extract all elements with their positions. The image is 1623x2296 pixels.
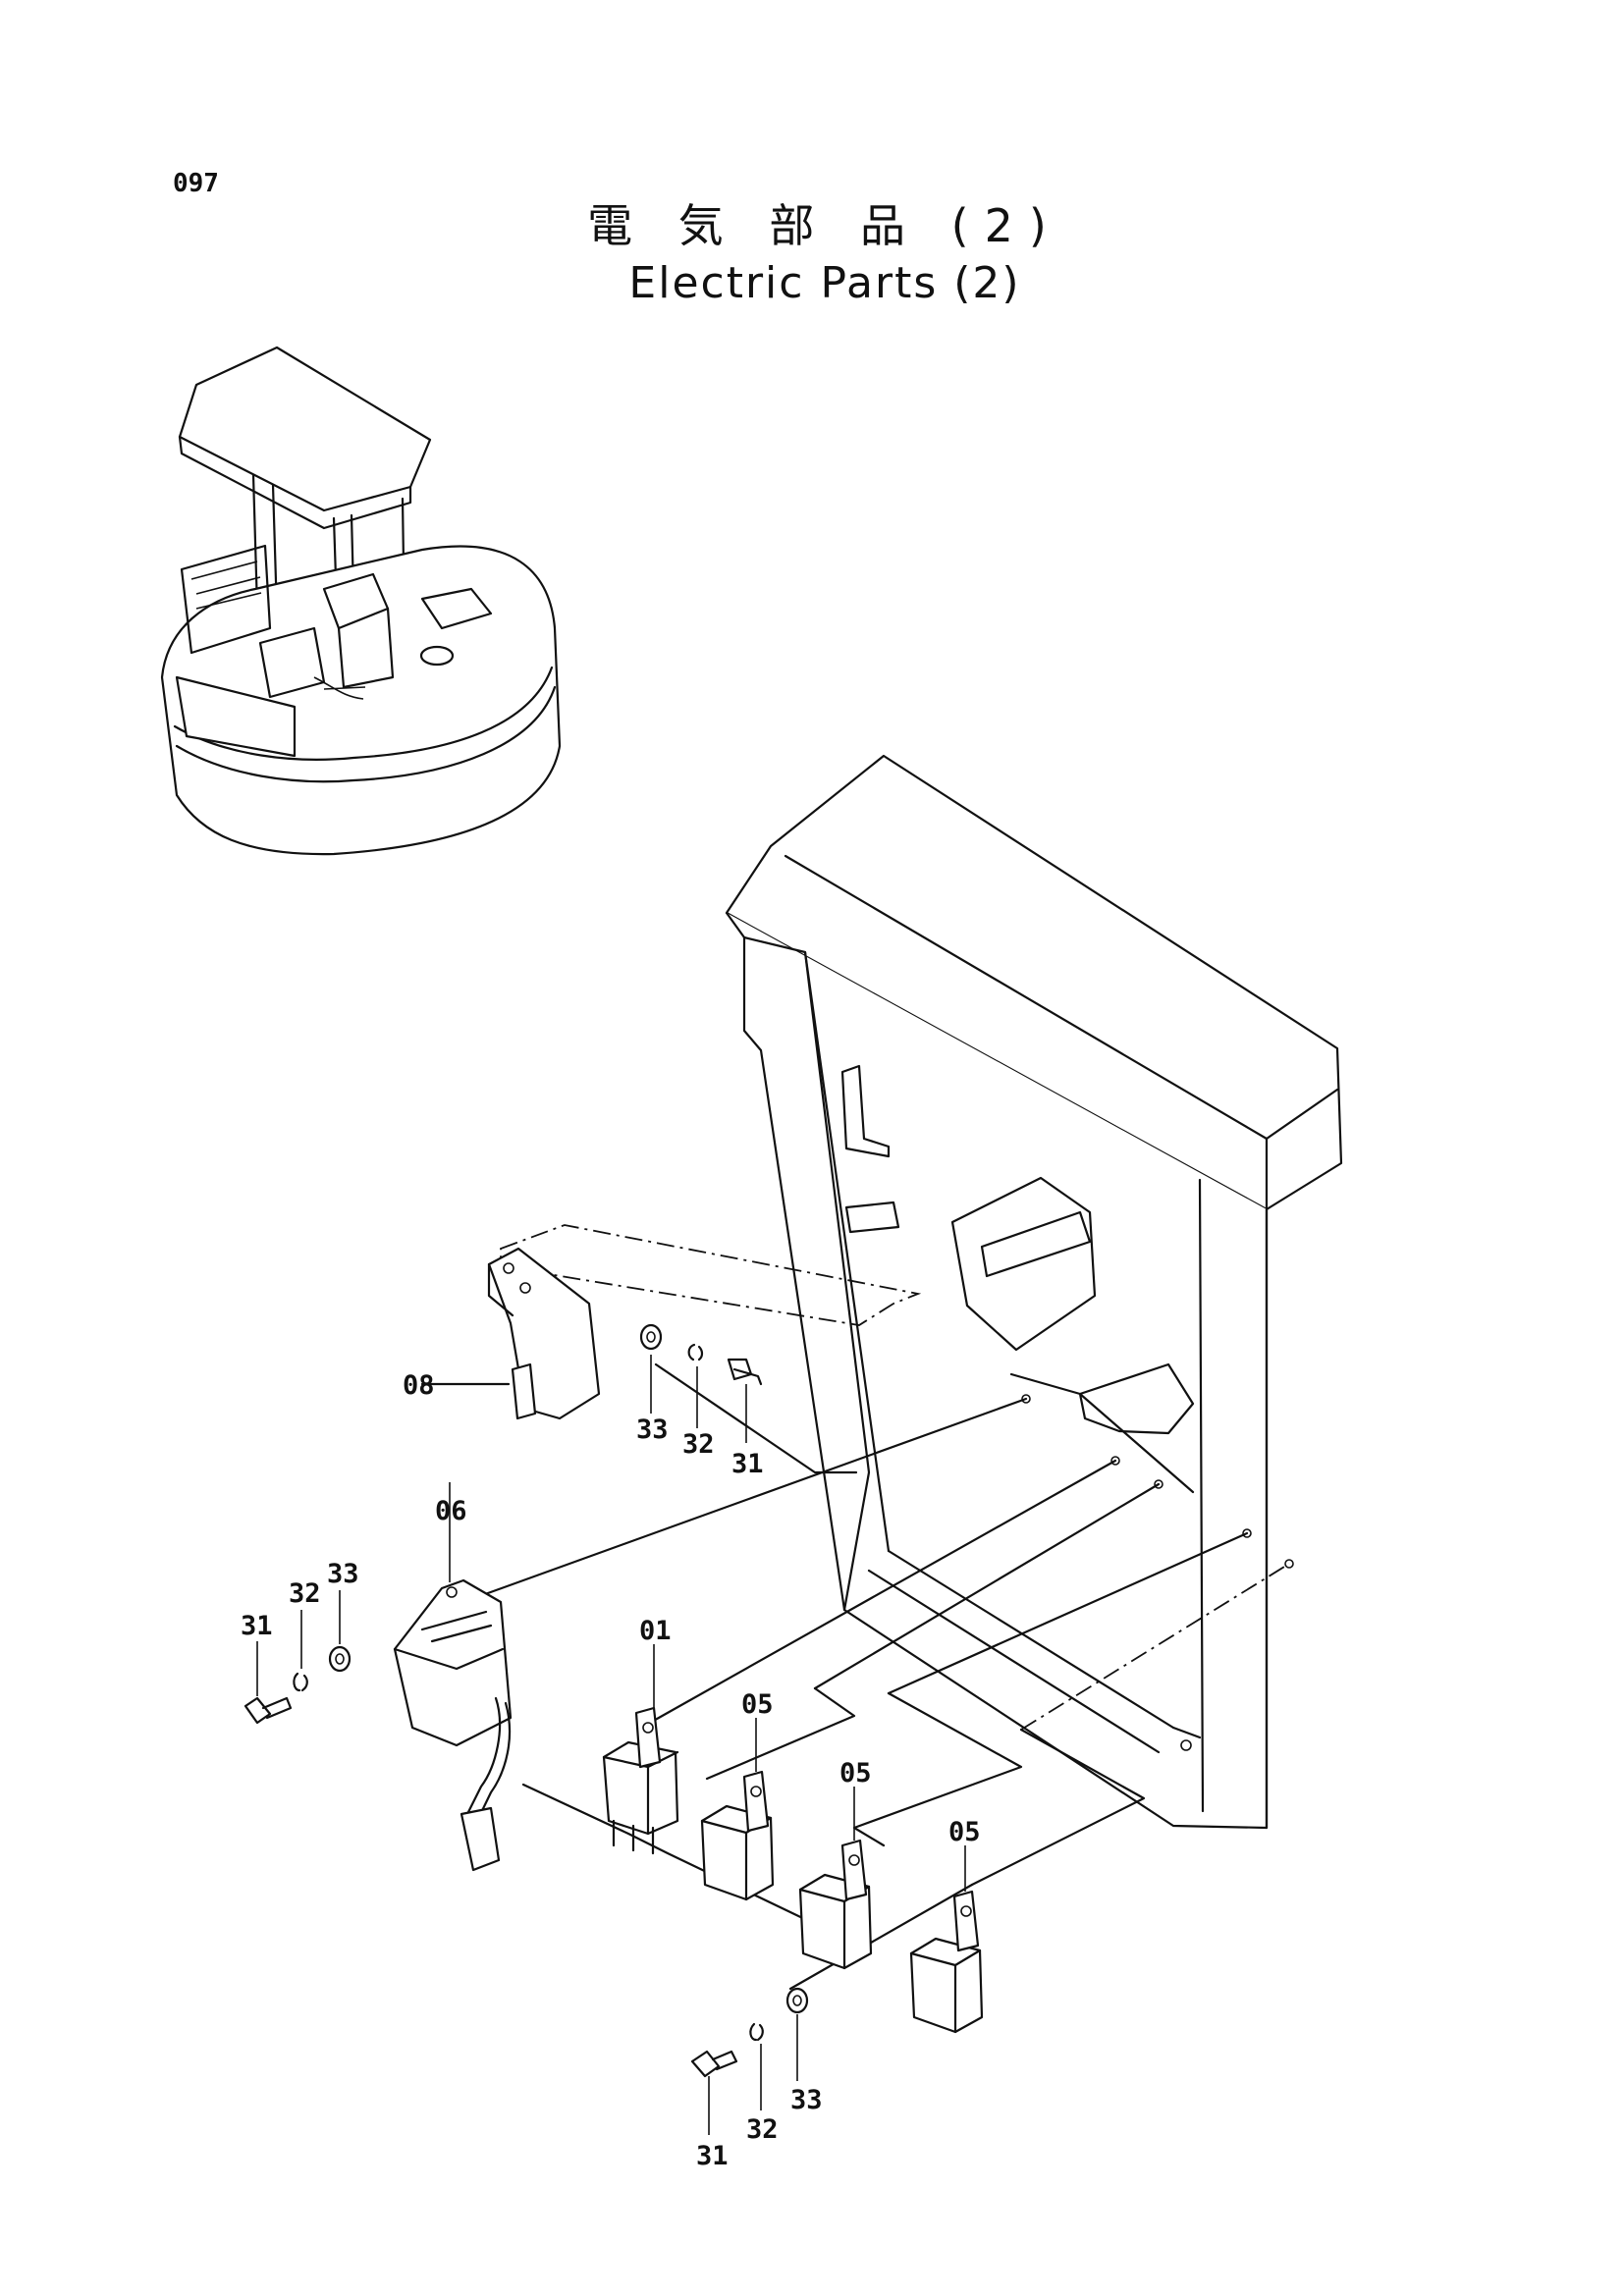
callout-06: 06 [435, 1496, 467, 1526]
callout-33-b: 33 [327, 1559, 359, 1589]
callout-08: 08 [403, 1370, 435, 1401]
callout-05-a: 05 [741, 1689, 774, 1720]
part-05-relay-b [798, 1787, 873, 1970]
callout-31-c: 31 [696, 2141, 729, 2171]
callout-labels: 08 33 32 31 06 33 32 31 01 05 05 05 31 3… [241, 1370, 981, 2171]
electrical-box-panel [500, 754, 1343, 1830]
title-english: Electric Parts (2) [628, 258, 1021, 308]
title-japanese: 電 気 部 品 (2) [587, 199, 1062, 252]
callout-05-b: 05 [839, 1758, 872, 1789]
callout-33-a: 33 [636, 1415, 669, 1445]
machine-overview [160, 346, 562, 856]
callout-32-a: 32 [682, 1429, 715, 1460]
fastener-group-c [690, 1987, 809, 2135]
part-08-module [420, 1247, 601, 1420]
callout-33-c: 33 [790, 2085, 823, 2115]
title-block: 電 気 部 品 (2) Electric Parts (2) [550, 196, 1100, 312]
part-06-relay-block [393, 1482, 513, 1872]
part-01-relay [602, 1644, 679, 1855]
fastener-group-b [243, 1590, 352, 1725]
callout-01: 01 [639, 1616, 672, 1646]
callout-32-c: 32 [746, 2114, 779, 2145]
fastener-group-a [639, 1323, 763, 1443]
part-05-relay-c [909, 1845, 984, 2034]
callout-32-b: 32 [289, 1578, 321, 1609]
part-05-relay-a [700, 1718, 775, 1901]
callout-31-b: 31 [241, 1611, 273, 1641]
page-number: 097 [173, 169, 219, 198]
callout-05-c: 05 [948, 1817, 981, 1847]
callout-31-a: 31 [731, 1449, 764, 1479]
